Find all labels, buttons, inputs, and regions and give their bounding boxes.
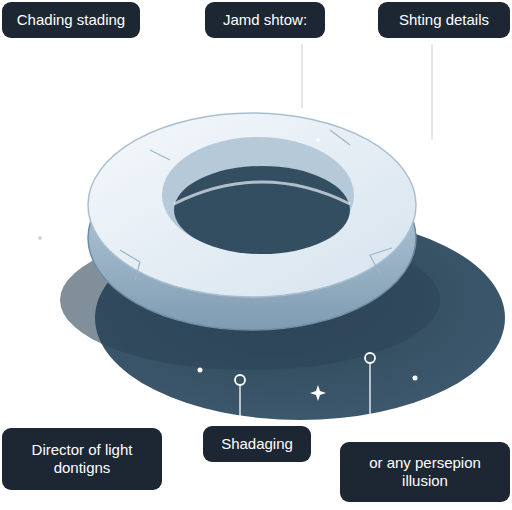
- label-box: Chading stading: [2, 2, 140, 38]
- sparkle-dot: [413, 376, 418, 381]
- label-box: Jamd shtow:: [205, 2, 325, 38]
- label-box: or any persepion illusion: [340, 442, 510, 502]
- label-box: Shadaging: [203, 426, 311, 462]
- label-text: Shadaging: [221, 435, 293, 453]
- label-text: Jamd shtow:: [223, 11, 307, 29]
- label-text: Director of light dontigns: [12, 441, 152, 477]
- label-text: Chading stading: [17, 11, 125, 29]
- leader-dot: [235, 375, 245, 385]
- leader-dot: [365, 353, 375, 363]
- sparkle-dot: [316, 138, 320, 142]
- ring-hole: [174, 166, 350, 254]
- leader-line: [239, 385, 240, 420]
- label-box: Shting details: [378, 2, 510, 38]
- label-text: Shting details: [399, 11, 489, 29]
- label-box: Director of light dontigns: [2, 428, 162, 490]
- ring-details: [120, 130, 392, 280]
- ring-inner-wall: [162, 137, 354, 253]
- label-text: or any persepion illusion: [350, 454, 500, 490]
- ring-highlight: [174, 182, 350, 204]
- leader-line: [369, 363, 370, 434]
- sparkle-star: [310, 385, 326, 401]
- leader-line: [432, 44, 433, 140]
- leader-line: [302, 44, 303, 108]
- ring-top: [88, 113, 416, 297]
- sparkle-dot: [198, 368, 203, 373]
- sparkle-dot: [38, 236, 42, 240]
